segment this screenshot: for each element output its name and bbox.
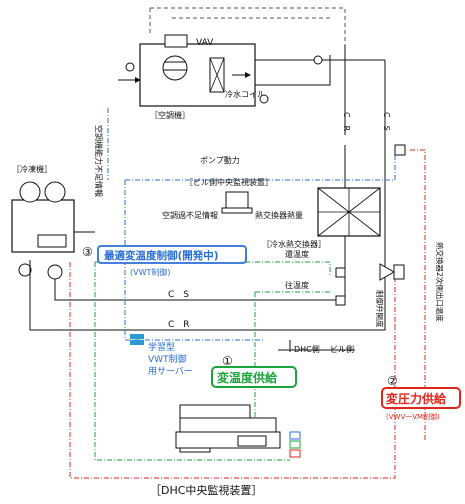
return-temp-label: 還温度 [285,249,309,259]
heat-exchanger [317,187,381,237]
server-icon [130,334,144,339]
valve-icon [313,55,323,65]
callout-3-sub: (VWT制御) [130,267,171,277]
hx-secondary-outlet-label: 熱交換器2次側出口温度 [435,242,445,322]
temp-sensor [335,295,346,306]
callout-3-number: ③ [82,245,93,259]
pump-icon [47,264,63,280]
duct-loop [149,7,346,45]
cs-vertical-label: C S [382,112,391,131]
building-monitor-label: ［ビル側中央監視装置］ [185,177,273,187]
flow-meter-icon [259,94,269,104]
indicator-blue [289,431,301,440]
learning-server [130,334,144,345]
callout-1-label: 変温度供給 [217,370,278,385]
chiller-label: ［冷凍機］ [12,164,52,174]
callout-2-sub: (VWV一VM制御) [386,412,440,421]
vav-label: VAV [196,38,214,48]
callout-2: ② 変圧力供給 (VWV一VM制御) [381,374,461,421]
dhc-monitor-label: ［DHC中央監視装置］ [150,483,262,497]
ahu-label: ［空調機］ [150,110,190,120]
callout-2-label: 変圧力供給 [386,391,447,406]
callout-2-number: ② [387,374,398,388]
callout-1: ① 変温度供給 [211,354,297,388]
pump-icon [18,263,32,277]
building-side-label: ビル側 [330,344,354,354]
dhc-building-divider [278,340,355,352]
cr-vertical-label: C R [342,112,351,132]
valve-opening-label: 制御弁開度 [375,290,385,328]
temp-sensor [335,267,346,278]
callout-3-label: 最適変温度制御(開発中) [104,249,219,262]
hx-heat-label: 熱交換器熱量 [255,210,303,220]
cs-label: C S [168,290,189,300]
chiller [11,181,345,331]
cooling-coil-label: 冷水コイル [225,89,265,99]
temperature-lines [94,261,331,461]
sensor-icon [125,62,135,72]
vav-box [164,34,188,48]
ahu-capacity-label: 空調機能力不足情報 [94,125,104,197]
indicator-green [289,440,301,449]
chilled-hx-label: ［冷水熱交換器］ [262,239,326,249]
pump-power-label: ポンプ動力 [200,155,240,165]
learning-server-label: 学習型 VWT制御 用サーバー [148,341,193,377]
supply-temp-label: 往温度 [285,280,309,290]
cr-label: C R [168,320,190,330]
ahu-piping [255,45,386,150]
air-handling-unit [118,34,256,107]
monitor-icon [225,191,249,209]
control-valve [379,144,406,281]
building-monitor [124,155,396,341]
callout-3: ③ 最適変温度制御(開発中) (VWT制御) [82,245,247,277]
ac-shortage-label: 空調過不足情報 [162,210,218,220]
fan-icon [162,55,188,81]
callout-1-number: ① [222,354,233,368]
indicator-red [289,449,301,458]
dhc-monitor [175,404,301,458]
server-icon [130,340,144,345]
dhc-side-label: DHC側 [294,344,320,354]
